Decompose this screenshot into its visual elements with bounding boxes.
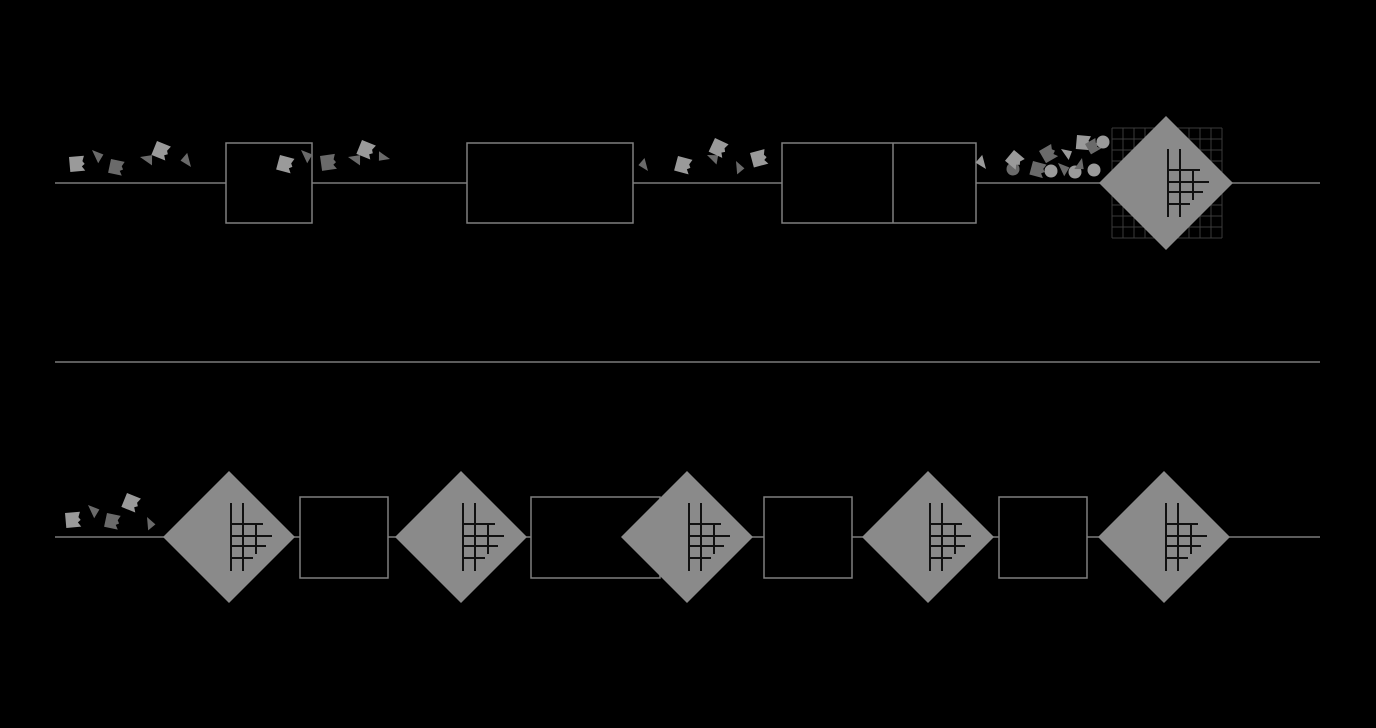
square-fragment: [151, 141, 171, 161]
triangle-fragment: [92, 150, 104, 164]
circle-fragment: [1087, 163, 1101, 177]
filter-grid-icon: [1167, 149, 1209, 217]
square-fragment: [708, 138, 729, 158]
square-fragment: [750, 149, 769, 168]
filter-grid-icon: [929, 503, 971, 571]
diamond-node: [395, 471, 527, 603]
square-fragment: [1085, 138, 1102, 155]
diamond-node: [621, 471, 753, 603]
diamond-node: [862, 471, 994, 603]
triangle-fragment: [140, 155, 153, 166]
triangle-fragment: [147, 517, 156, 531]
filter-grid-icon: [688, 503, 730, 571]
diamond-shape: [395, 471, 527, 603]
square-fragment: [320, 153, 337, 171]
filter-grid-icon: [1165, 503, 1207, 571]
triangle-fragment: [736, 161, 745, 175]
triangle-fragment: [1058, 163, 1070, 177]
diamond-node: [1098, 471, 1230, 603]
triangle-fragment: [378, 151, 390, 161]
process-box-wide: [466, 142, 634, 224]
gridded-diamond-node: [1099, 116, 1233, 250]
filter-grid-icon: [462, 503, 504, 571]
diamond-shape: [1099, 116, 1233, 250]
square-fragment: [1029, 161, 1047, 179]
diamond-shape: [862, 471, 994, 603]
diamond-shape: [621, 471, 753, 603]
circle-fragment: [1006, 162, 1020, 176]
circle-fragment: [1044, 164, 1058, 178]
square-fragment: [108, 159, 125, 176]
square-fragment: [104, 513, 121, 530]
process-box-split: [781, 142, 977, 224]
triangle-fragment: [180, 152, 191, 167]
process-box: [299, 496, 389, 579]
square-fragment: [121, 493, 141, 513]
triangle-fragment: [975, 154, 986, 169]
square-fragment: [65, 511, 82, 528]
triangle-fragment: [1061, 149, 1072, 160]
square-fragment: [69, 155, 86, 172]
triangle-fragment: [301, 150, 313, 164]
triangle-fragment: [88, 505, 100, 519]
diamond-node: [163, 471, 295, 603]
square-fragment: [276, 155, 295, 174]
process-box: [998, 496, 1088, 579]
square-fragment: [1005, 150, 1025, 170]
diamond-shape: [163, 471, 295, 603]
diamond-shape: [1098, 471, 1230, 603]
triangle-fragment: [348, 155, 361, 166]
square-fragment: [674, 156, 693, 175]
triangle-fragment: [638, 158, 648, 171]
process-box: [763, 496, 853, 579]
process-box: [225, 142, 313, 224]
square-fragment: [1039, 144, 1059, 164]
triangle-fragment: [1074, 158, 1084, 170]
square-fragment: [356, 140, 376, 160]
filter-grid-icon: [230, 503, 272, 571]
circle-fragment: [1096, 135, 1110, 149]
triangle-fragment: [707, 155, 719, 165]
